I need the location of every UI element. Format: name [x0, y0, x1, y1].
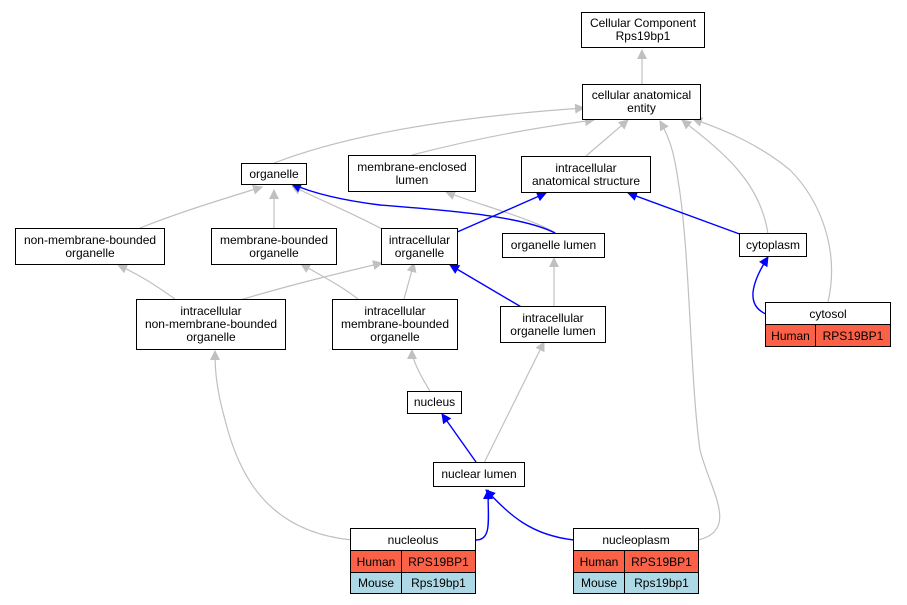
- node-nucleoplasm[interactable]: nucleoplasm Human RPS19BP1 Mouse Rps19bp…: [573, 528, 699, 594]
- node-nucleus[interactable]: nucleus: [407, 391, 462, 414]
- gene-cell-human: RPS19BP1: [816, 325, 890, 346]
- gene-cell-mouse: Rps19bp1: [402, 573, 475, 593]
- edge-nucleus-to-imbo: [407, 349, 431, 392]
- annotation-row-human: Human RPS19BP1: [351, 551, 475, 572]
- edge-mel-to-cae: [411, 116, 595, 156]
- edge-cytoplasm-to-cae: [681, 119, 769, 235]
- edge-nmbo-to-organelle: [139, 184, 263, 229]
- node-intracellular-non-membrane-bounded-organelle[interactable]: intracellular non-membrane-bounded organ…: [136, 299, 286, 350]
- edge-io-to-ias: [454, 192, 547, 234]
- edge-inmbo-to-io: [239, 260, 383, 301]
- edge-imbo-to-io: [403, 262, 417, 300]
- node-non-membrane-bounded-organelle[interactable]: non-membrane-bounded organelle: [15, 228, 165, 265]
- node-intracellular-membrane-bounded-organelle[interactable]: intracellular membrane-bounded organelle: [332, 299, 458, 350]
- species-cell-human: Human: [351, 551, 402, 572]
- species-cell-human: Human: [766, 325, 816, 346]
- edge-nucleoplasm-to-nl: [485, 489, 575, 541]
- edge-cytosol-to-cae: [692, 117, 833, 303]
- species-cell-mouse: Mouse: [351, 573, 402, 593]
- annotation-row-mouse: Mouse Rps19bp1: [351, 572, 475, 593]
- annotation-row-mouse: Mouse Rps19bp1: [574, 572, 698, 593]
- node-cellular-anatomical-entity[interactable]: cellular anatomical entity: [582, 84, 701, 120]
- edge-cytosol-to-cytoplasm: [752, 256, 769, 315]
- gene-cell-human: RPS19BP1: [625, 551, 698, 572]
- edge-nucleoplasm-to-cae: [659, 120, 721, 541]
- node-organelle-lumen[interactable]: organelle lumen: [502, 233, 605, 258]
- edge-imbo-to-mbo: [300, 263, 359, 300]
- node-membrane-enclosed-lumen[interactable]: membrane-enclosed lumen: [348, 155, 476, 192]
- node-nucleolus[interactable]: nucleolus Human RPS19BP1 Mouse Rps19bp1: [350, 528, 476, 594]
- annotation-row-human: Human RPS19BP1: [766, 325, 890, 346]
- node-membrane-bounded-organelle[interactable]: membrane-bounded organelle: [211, 228, 337, 265]
- node-intracellular-organelle[interactable]: intracellular organelle: [381, 228, 458, 265]
- edge-nl-to-nucleus: [441, 413, 477, 463]
- edge-organelle-to-cae: [273, 103, 585, 164]
- edge-iol-to-io: [449, 264, 524, 309]
- node-intracellular-organelle-lumen[interactable]: intracellular organelle lumen: [500, 306, 606, 343]
- gene-cell-mouse: Rps19bp1: [625, 573, 698, 593]
- edge-nucleolus-to-nl: [475, 489, 494, 541]
- node-cytosol[interactable]: cytosol Human RPS19BP1: [765, 302, 891, 347]
- edge-io-to-organelle: [291, 185, 383, 230]
- node-cytoplasm[interactable]: cytoplasm: [739, 233, 807, 257]
- node-intracellular-anatomical-structure[interactable]: intracellular anatomical structure: [521, 156, 651, 193]
- node-nucleolus-title: nucleolus: [351, 529, 475, 551]
- node-cytosol-title: cytosol: [766, 303, 890, 325]
- gene-cell-human: RPS19BP1: [402, 551, 475, 572]
- edge-inmbo-to-nmbo: [117, 264, 176, 300]
- node-root[interactable]: Cellular Component Rps19bp1: [581, 12, 705, 48]
- annotation-row-human: Human RPS19BP1: [574, 551, 698, 572]
- node-nucleoplasm-title: nucleoplasm: [574, 529, 698, 551]
- species-cell-human: Human: [574, 551, 625, 572]
- edge-nl-to-iol: [483, 341, 545, 464]
- edge-ol-to-organelle: [291, 183, 556, 234]
- edge-cytoplasm-to-ias: [627, 191, 746, 237]
- species-cell-mouse: Mouse: [574, 573, 625, 593]
- edge-ias-to-cae: [585, 119, 629, 157]
- edge-nucleolus-to-inmbo: [210, 350, 353, 541]
- node-organelle[interactable]: organelle: [241, 163, 307, 185]
- node-nuclear-lumen[interactable]: nuclear lumen: [433, 462, 525, 487]
